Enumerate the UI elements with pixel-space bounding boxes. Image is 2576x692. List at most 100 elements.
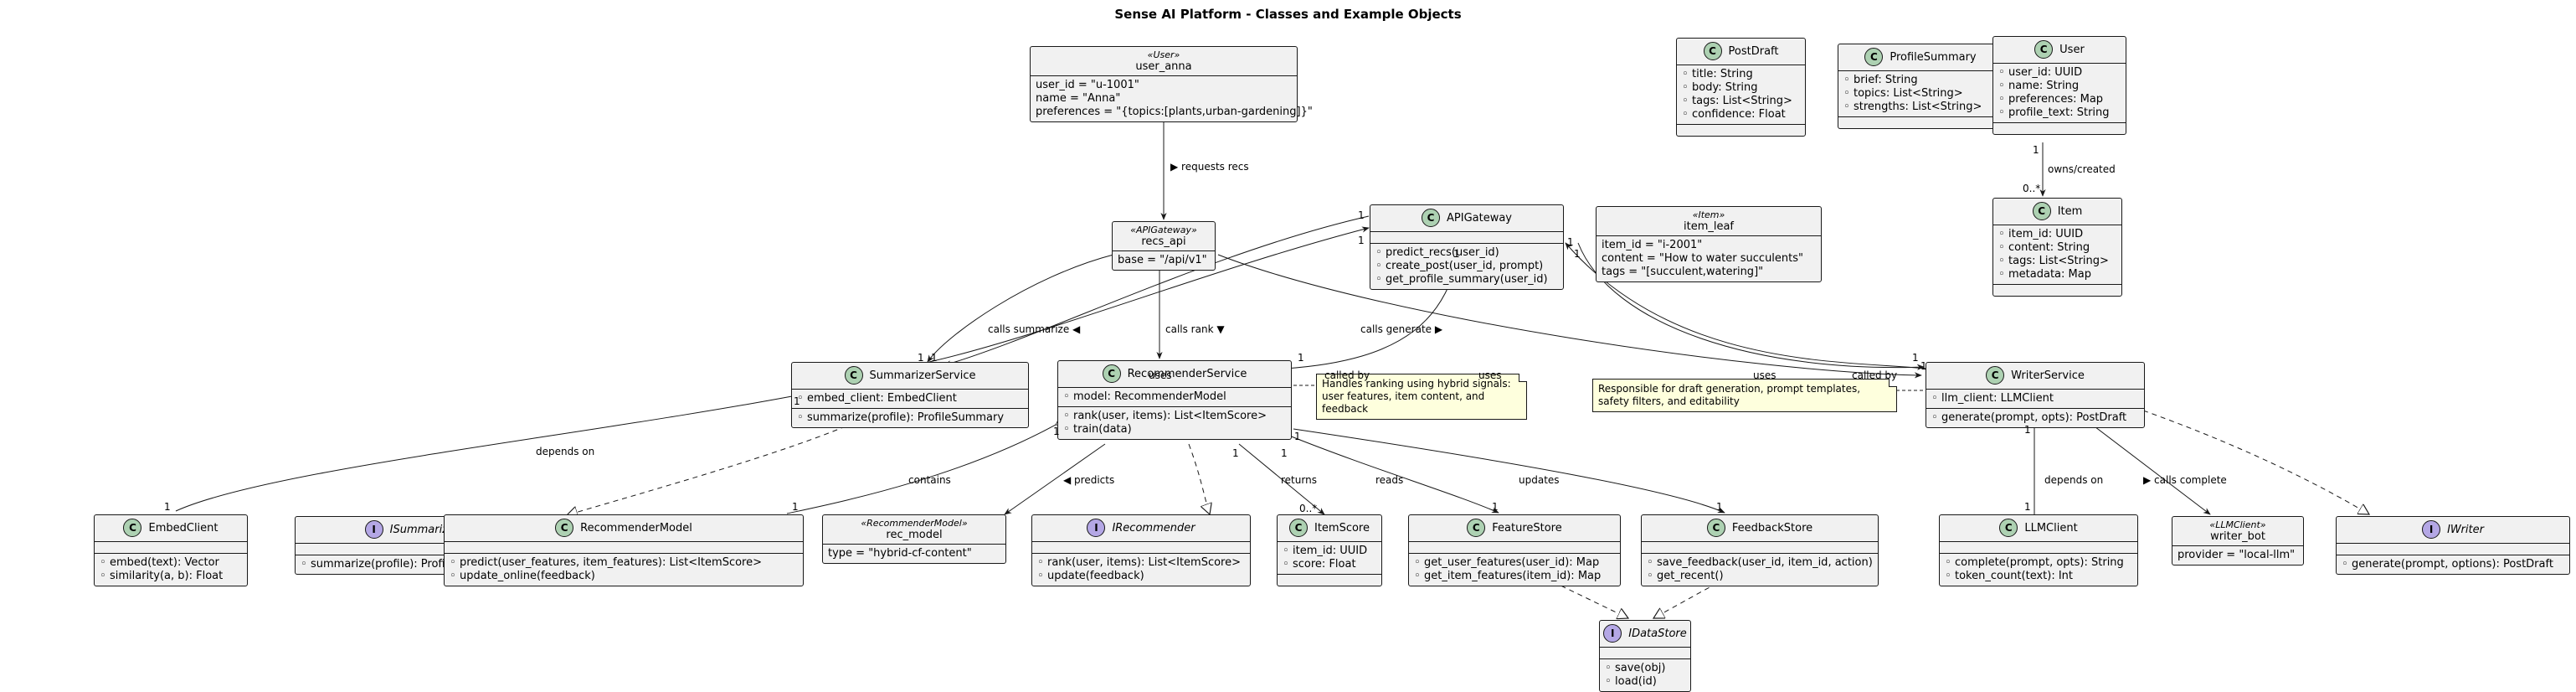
method-section: ◦summarize(profile): ProfileSummary [792,409,1028,427]
attribute-section [1032,542,1250,554]
attribute: ◦llm_client: LLMClient [1931,392,2054,405]
public-visibility-icon: ◦ [1843,74,1850,86]
attribute-section [445,542,803,554]
multiplicity: 0..* [2023,183,2041,194]
class-name: APIGateway [1447,211,1512,225]
class-name: SummarizerService [869,369,976,382]
class-name: User [2059,43,2085,56]
edge-calls-summarize [927,254,1114,363]
attribute: ◦title: String [1682,68,1753,80]
public-visibility-icon: ◦ [1283,558,1289,571]
class-icon: C [2034,40,2054,59]
method-section: ◦generate(prompt, opts): PostDraft [1926,409,2144,427]
class-apigateway[interactable]: C APIGateway ◦predict_recs(user_id) ◦cre… [1370,204,1564,290]
public-visibility-icon: ◦ [1063,390,1070,403]
attribute-section: type = "hybrid-cf-content" [823,545,1005,563]
method: ◦load(id) [1605,675,1657,688]
public-visibility-icon: ◦ [1414,570,1421,582]
public-visibility-icon: ◦ [1998,241,2005,254]
class-header: I IWriter [2337,517,2569,544]
edge-summarizer-embedclient [175,391,806,512]
attribute: name = "Anna" [1036,92,1121,105]
interface-name: IRecommender [1112,521,1195,534]
public-visibility-icon: ◦ [1998,255,2005,267]
class-recommenderservice[interactable]: C RecommenderService ◦model: Recommender… [1057,360,1292,440]
class-itemscore[interactable]: C ItemScore ◦item_id: UUID ◦score: Float [1277,514,1382,586]
multiplicity: 1 [1298,352,1304,364]
public-visibility-icon: ◦ [797,411,804,424]
class-summarizerservice[interactable]: C SummarizerService ◦embed_client: Embed… [791,362,1029,428]
method: ◦rank(user, items): List<ItemScore> [1037,556,1242,569]
interface-idatastore[interactable]: I IDataStore ◦save(obj) ◦load(id) [1599,620,1691,692]
public-visibility-icon: ◦ [301,558,307,571]
stereotype: «Item» [1692,209,1725,220]
edge-label-owns-created: owns/created [2048,163,2116,175]
class-header: C RecommenderService [1058,361,1291,388]
class-writerservice[interactable]: C WriterService ◦llm_client: LLMClient ◦… [1926,362,2145,428]
method: ◦save_feedback(user_id, item_id, action) [1647,556,1873,569]
method: ◦create_post(user_id, prompt) [1375,260,1544,272]
attribute: ◦profile_text: String [1998,106,2110,119]
public-visibility-icon: ◦ [1682,81,1689,94]
multiplicity: 1 [1920,360,1927,372]
class-header: C LLMClient [1940,515,2137,542]
public-visibility-icon: ◦ [1998,106,2005,119]
object-item-leaf[interactable]: «Item» item_leaf item_id = "i-2001" cont… [1596,206,1822,282]
multiplicity: 1 [1232,447,1239,459]
edge-label: calls generate ▶ [1360,323,1443,335]
class-embedclient[interactable]: C EmbedClient ◦embed(text): Vector ◦simi… [94,514,248,586]
class-featurestore[interactable]: C FeatureStore ◦get_user_features(user_i… [1408,514,1621,586]
attribute: ◦user_id: UUID [1998,66,2083,79]
class-name: EmbedClient [148,521,219,534]
attribute: type = "hybrid-cf-content" [828,547,972,560]
class-llmclient[interactable]: C LLMClient ◦complete(prompt, opts): Str… [1939,514,2138,586]
class-icon: C [1986,366,2005,385]
attribute: provider = "local-llm" [2178,549,2296,561]
public-visibility-icon: ◦ [1063,410,1070,422]
public-visibility-icon: ◦ [1931,392,1938,405]
method-section: ◦predict_recs(user_id) ◦create_post(user… [1370,244,1563,289]
interface-iwriter[interactable]: I IWriter ◦generate(prompt, options): Po… [2336,516,2570,575]
public-visibility-icon: ◦ [1283,545,1289,557]
edge-label: calls rank ▼ [1165,323,1225,335]
interface-name: IWriter [2447,523,2484,536]
attribute-section [1409,542,1620,554]
multiplicity: 1 [1716,501,1723,513]
interface-icon: I [364,520,383,539]
class-name: ItemScore [1314,521,1370,534]
class-header: C FeedbackStore [1642,515,1878,542]
class-header: C Item [1993,199,2121,225]
public-visibility-icon: ◦ [1998,228,2005,240]
multiplicity: 1 [931,352,938,364]
edge-writer-calledby-gw [1565,242,1926,369]
edge-label-reads: reads [1375,474,1404,486]
edge-label-uses-2: uses [1478,369,1502,381]
class-feedbackstore[interactable]: C FeedbackStore ◦save_feedback(user_id, … [1641,514,1879,586]
public-visibility-icon: ◦ [1998,93,2005,106]
class-header: C RecommenderModel [445,515,803,542]
public-visibility-icon: ◦ [100,570,106,582]
object-user-anna[interactable]: «User» user_anna user_id = "u-1001" name… [1030,46,1313,122]
class-item[interactable]: C Item ◦item_id: UUID ◦content: String ◦… [1992,198,2122,297]
public-visibility-icon: ◦ [797,392,804,405]
multiplicity: 1 [1567,236,1574,248]
class-user[interactable]: C User ◦user_id: UUID ◦name: String ◦pre… [1992,36,2126,135]
class-postdraft[interactable]: C PostDraft ◦title: String ◦body: String… [1676,38,1806,137]
class-icon: C [2032,202,2051,220]
multiplicity: 1 [1053,426,1060,437]
multiplicity: 1 [794,395,800,407]
object-rec-model[interactable]: «RecommenderModel» rec_model type = "hyb… [822,514,1006,564]
attribute-section: ◦user_id: UUID ◦name: String ◦preference… [1993,64,2126,123]
method-section [1993,285,2121,296]
public-visibility-icon: ◦ [1931,411,1938,424]
object-recs-api[interactable]: «APIGateway» recs_api base = "/api/v1" [1112,221,1216,271]
public-visibility-icon: ◦ [1843,101,1850,113]
method: ◦rank(user, items): List<ItemScore> [1063,410,1267,422]
class-icon: C [1288,519,1308,537]
class-recommendermodel[interactable]: C RecommenderModel ◦predict(user_feature… [444,514,804,586]
public-visibility-icon: ◦ [450,556,456,569]
object-writer-bot[interactable]: «LLMClient» writer_bot provider = "local… [2172,516,2304,565]
interface-irecommender[interactable]: I IRecommender ◦rank(user, items): List<… [1031,514,1251,586]
class-profilesummary[interactable]: C ProfileSummary ◦brief: String ◦topics:… [1838,44,2003,129]
